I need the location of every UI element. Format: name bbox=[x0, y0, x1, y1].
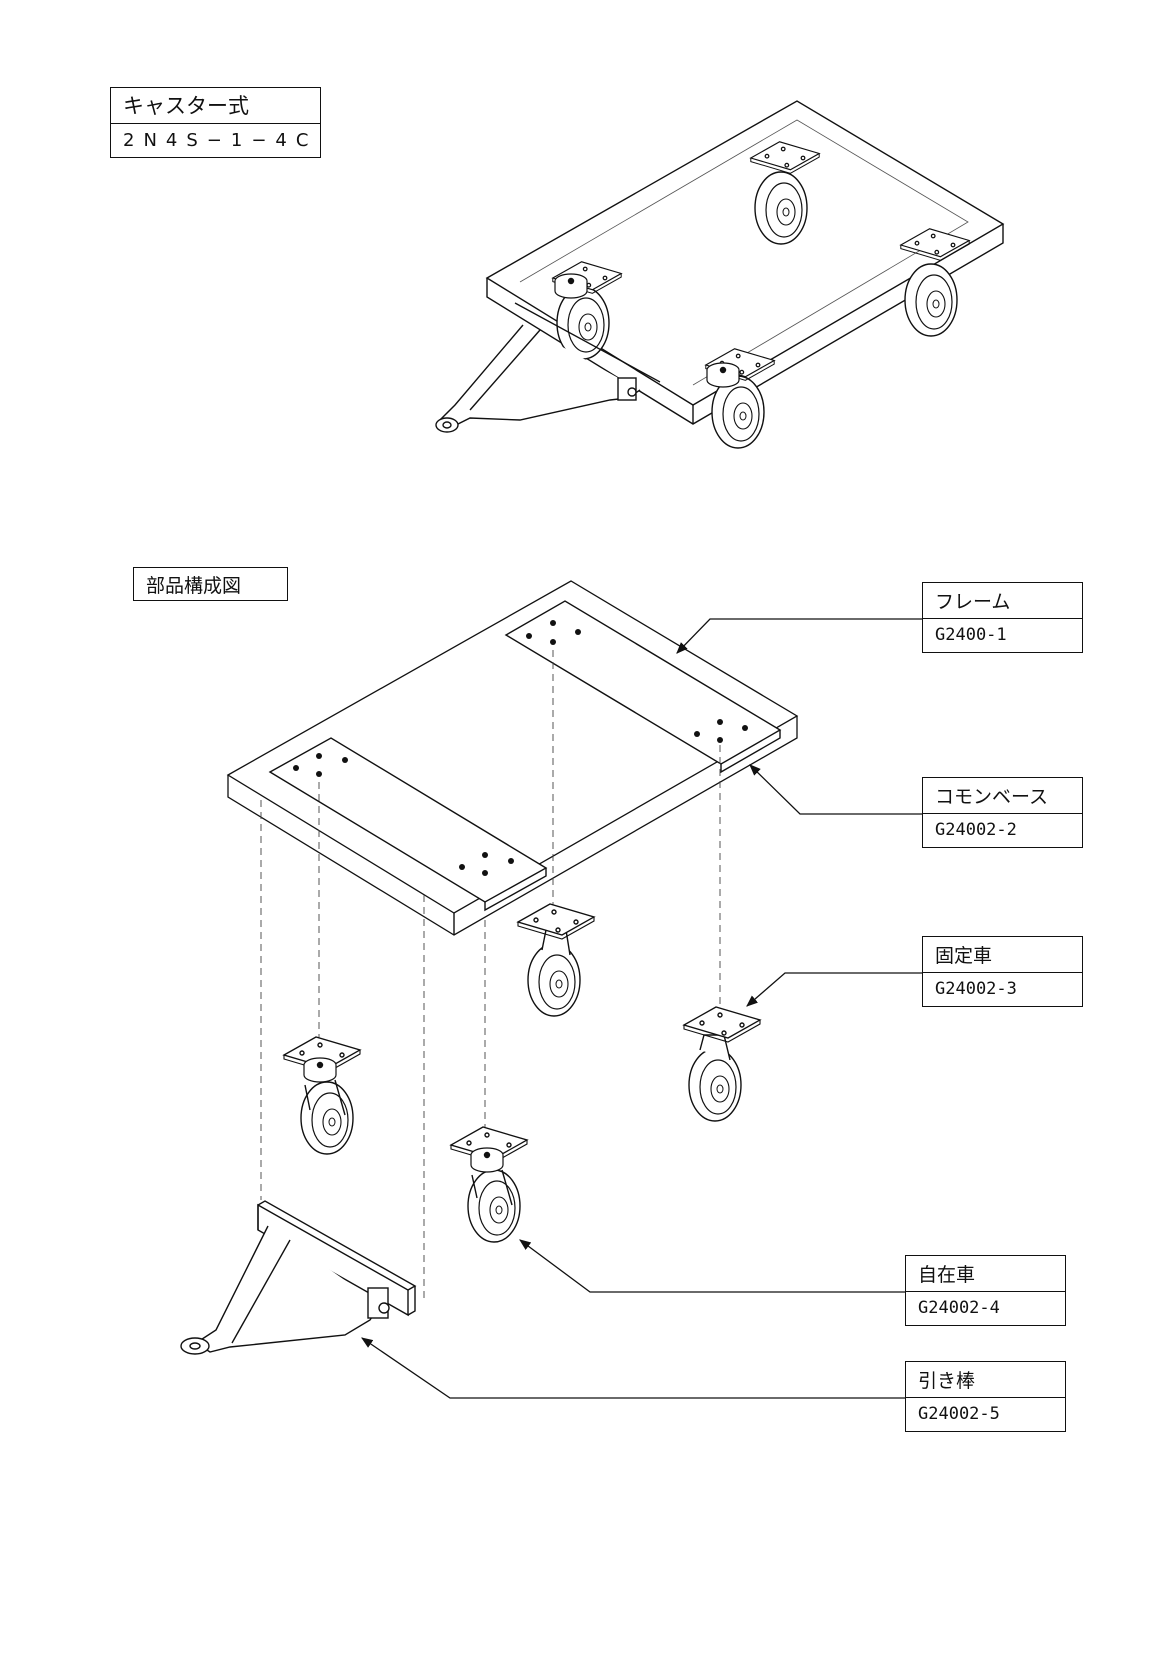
part-label-common-base: コモンベース G24002-2 bbox=[922, 777, 1083, 848]
model-name: キャスター式 bbox=[123, 94, 249, 119]
exploded-parts-drawing bbox=[180, 580, 799, 1355]
part-label-fixed-caster: 固定車 G24002-3 bbox=[922, 936, 1083, 1007]
part-code: G24002-4 bbox=[906, 1290, 1065, 1326]
part-code: G24002-2 bbox=[923, 812, 1082, 848]
part-name: フレーム bbox=[935, 590, 1011, 613]
part-name: コモンベース bbox=[935, 785, 1049, 808]
part-label-swivel-caster: 自在車 G24002-4 bbox=[905, 1255, 1066, 1326]
leader-arrow bbox=[361, 618, 922, 1399]
part-code: G24002-3 bbox=[923, 971, 1082, 1007]
part-name: 固定車 bbox=[935, 944, 993, 967]
part-code: G2400-1 bbox=[923, 617, 1082, 653]
section-title: 部品構成図 bbox=[133, 567, 288, 601]
part-label-tow-bar: 引き棒 G24002-5 bbox=[905, 1361, 1066, 1432]
part-name: 引き棒 bbox=[918, 1369, 976, 1392]
model-code: 2N4S−1−4C bbox=[111, 122, 320, 158]
part-code: G24002-5 bbox=[906, 1396, 1065, 1432]
part-name: 自在車 bbox=[918, 1263, 976, 1286]
model-title-box: キャスター式 2N4S−1−4C bbox=[110, 87, 321, 158]
assembled-cart-drawing bbox=[435, 100, 1005, 449]
part-label-frame: フレーム G2400-1 bbox=[922, 582, 1083, 653]
